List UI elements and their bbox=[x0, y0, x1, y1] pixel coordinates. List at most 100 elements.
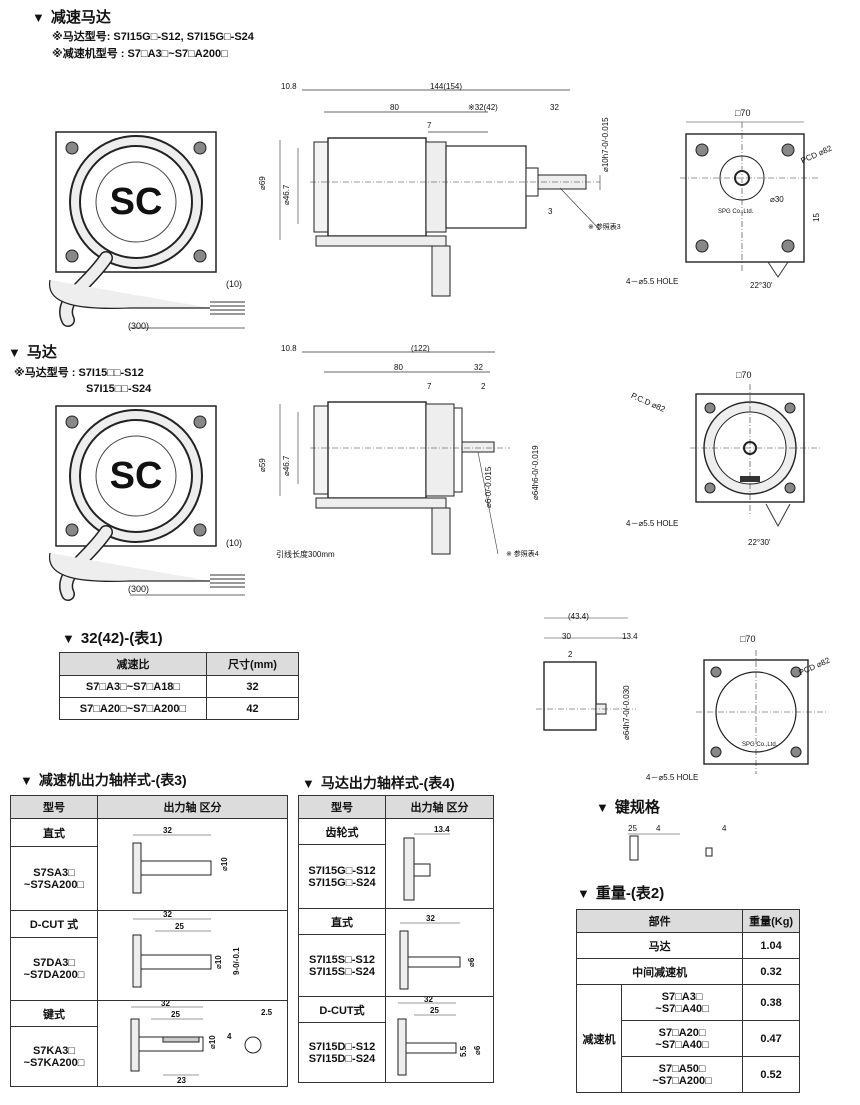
table1-title: ▼32(42)-(表1) bbox=[62, 630, 163, 647]
table-cell: S7□A3□~S7□A18□ bbox=[59, 675, 207, 698]
table-cell: 中间减速机 bbox=[575, 958, 744, 985]
table3-type: 直式 bbox=[10, 818, 98, 847]
dim-7: 7 bbox=[427, 121, 432, 130]
dim-cable-length-2: (300) bbox=[128, 584, 150, 594]
dim-43-4: (43.4) bbox=[568, 612, 589, 621]
table3-title: ▼减速机出力轴样式-(表3) bbox=[20, 772, 187, 788]
table4: 型号 出力轴 区分 齿轮式 13.4 S7I15G□-S12 S7I15G□-S… bbox=[298, 795, 494, 1083]
dim-holes-motor: 4－⌀5.5 HOLE bbox=[626, 519, 679, 528]
dim-d64h7: ⌀64h7-0/-0.030 bbox=[622, 685, 631, 740]
dim-d59: ⌀59 bbox=[258, 458, 267, 472]
dim-pcd-motor: P.C.D ⌀82 bbox=[629, 391, 667, 414]
section-title-reducer-motor: ▼减速马达 bbox=[32, 9, 111, 26]
table4-type: 齿轮式 bbox=[298, 818, 386, 845]
dim-text: 5.5 bbox=[459, 1045, 468, 1057]
dim-text: 4 bbox=[722, 824, 727, 833]
key-spec-title: ▼键规格 bbox=[596, 799, 660, 816]
table-cell: 0.32 bbox=[742, 958, 800, 985]
dim-13-4: 13.4 bbox=[622, 632, 638, 641]
dim-d46-7: ⌀46.7 bbox=[282, 184, 291, 205]
motor-front-view bbox=[690, 384, 820, 528]
dim-text: 25 bbox=[171, 1010, 180, 1019]
table4-type: D-CUT式 bbox=[298, 996, 386, 1023]
maker-label-1: SPG Co.,Ltd. bbox=[718, 209, 754, 215]
dim-angle-motor: 22°30' bbox=[748, 538, 771, 547]
ref-table4: ※ 参照表4 bbox=[506, 551, 539, 558]
table-cell: 42 bbox=[206, 697, 299, 720]
key-spec-drawing: 25 4 4 bbox=[628, 824, 727, 861]
table-cell: S7□A50□ ~S7□A200□ bbox=[620, 1056, 744, 1093]
dim-text: 4 bbox=[227, 1032, 232, 1041]
svg-text:SC: SC bbox=[110, 455, 163, 497]
table-cell: 0.52 bbox=[742, 1056, 800, 1093]
dim-text: 32 bbox=[161, 1001, 170, 1008]
dim-d6-shaft: ⌀6-0/-0.015 bbox=[484, 466, 493, 508]
table3-shaft-straight: 32 ⌀10 bbox=[97, 818, 288, 911]
table2-header-part: 部件 bbox=[575, 909, 744, 933]
dim-10-8: 10.8 bbox=[281, 82, 297, 91]
dim-3: 3 bbox=[548, 207, 553, 216]
reducer-model-note: ※减速机型号 : S7□A3□~S7□A200□ bbox=[52, 48, 228, 60]
table1: 减速比 尺寸(mm) S7□A3□~S7□A18□ 32 S7□A20□~S7□… bbox=[59, 652, 299, 720]
dim-text: 13.4 bbox=[434, 825, 450, 834]
table4-shaft-straight: 32⌀6 bbox=[385, 908, 494, 997]
dim-holes-1: 4－⌀5.5 HOLE bbox=[626, 277, 679, 286]
table-cell: S7□A3□ ~S7□A40□ bbox=[620, 984, 744, 1021]
motor-cable-2 bbox=[49, 552, 245, 596]
table2-header-weight: 重量(Kg) bbox=[742, 909, 800, 933]
dim-angle-1: 22°30' bbox=[750, 281, 773, 290]
section-title-motor: ▼马达 bbox=[8, 344, 57, 361]
motor-model-note-1: ※马达型号 : S7I15□□-S12 bbox=[14, 367, 144, 379]
table-cell: 马达 bbox=[575, 932, 744, 959]
table3-type: D-CUT 式 bbox=[10, 910, 98, 938]
maker-label-gearhead: SPG Co.,Ltd. bbox=[742, 742, 778, 748]
dim-cable-end-2: (10) bbox=[226, 538, 243, 548]
reducer-motor-side-view bbox=[279, 89, 601, 297]
dim-2-gearhead: 2 bbox=[568, 650, 573, 659]
dim-d64h6: ⌀64h6-0/-0.019 bbox=[531, 445, 540, 500]
dim-text: 25 bbox=[430, 1006, 439, 1015]
table-cell: 1.04 bbox=[742, 932, 800, 959]
table3-type: 键式 bbox=[10, 1000, 98, 1027]
table1-header-ratio: 减速比 bbox=[59, 652, 207, 676]
dim-7-motor: 7 bbox=[427, 382, 432, 391]
dim-30-gearhead: 30 bbox=[562, 632, 571, 641]
dim-text: 4 bbox=[656, 824, 661, 833]
motor-model-note-2: S7I15□□-S24 bbox=[86, 383, 152, 395]
dim-square-70: □70 bbox=[735, 108, 751, 118]
table3-model: S7KA3□ ~S7KA200□ bbox=[10, 1026, 98, 1087]
table1-header-size: 尺寸(mm) bbox=[206, 652, 299, 676]
dim-text: ⌀6 bbox=[473, 1045, 482, 1055]
table4-header-shaft: 出力轴 区分 bbox=[385, 795, 494, 819]
dim-d30: ⌀30 bbox=[770, 195, 784, 204]
dim-d46-7-motor: ⌀46.7 bbox=[282, 455, 291, 476]
dim-80: 80 bbox=[390, 103, 399, 112]
table3-header-model: 型号 bbox=[10, 795, 98, 819]
dim-text: ⌀10 bbox=[214, 955, 223, 969]
table3-header-shaft: 出力轴 区分 bbox=[97, 795, 288, 819]
gearhead-front-view bbox=[696, 650, 826, 774]
dim-15: 15 bbox=[812, 213, 821, 222]
table2: 部件 重量(Kg) 马达 1.04 中间减速机 0.32 减速机 S7□A3□ … bbox=[575, 909, 800, 1093]
dim-text: ⌀10 bbox=[220, 857, 229, 871]
table2-title: ▼重量-(表2) bbox=[577, 885, 665, 902]
dim-holes-gearhead: 4－⌀5.5 HOLE bbox=[646, 773, 699, 782]
dim-text: 25 bbox=[175, 922, 184, 931]
dim-shaft-10h7: ⌀10h7-0/-0.015 bbox=[601, 117, 610, 172]
dim-cable-length: (300) bbox=[128, 321, 150, 331]
table4-shaft-gear: 13.4 bbox=[385, 818, 494, 909]
dim-text: 23 bbox=[177, 1076, 186, 1083]
dim-text: 32 bbox=[163, 826, 172, 835]
dim-text: ⌀10 bbox=[208, 1035, 217, 1049]
dim-d69: ⌀69 bbox=[258, 176, 267, 190]
table3-model: S7DA3□ ~S7DA200□ bbox=[10, 936, 98, 1002]
lead-length-note: 引线长度300mm bbox=[276, 550, 335, 559]
table4-type: 直式 bbox=[298, 908, 386, 935]
table-cell: S7□A20□ ~S7□A40□ bbox=[620, 1020, 744, 1057]
motor-model-note: ※马达型号: S7I15G□-S12, S7I15G□-S24 bbox=[52, 31, 254, 43]
table-cell: S7□A20□~S7□A200□ bbox=[59, 697, 207, 720]
table3: 型号 出力轴 区分 直式 32⌀10 S7SA3□ ~S7SA200□ D-CU… bbox=[10, 795, 288, 1087]
dim-text: ⌀6 bbox=[467, 957, 476, 967]
